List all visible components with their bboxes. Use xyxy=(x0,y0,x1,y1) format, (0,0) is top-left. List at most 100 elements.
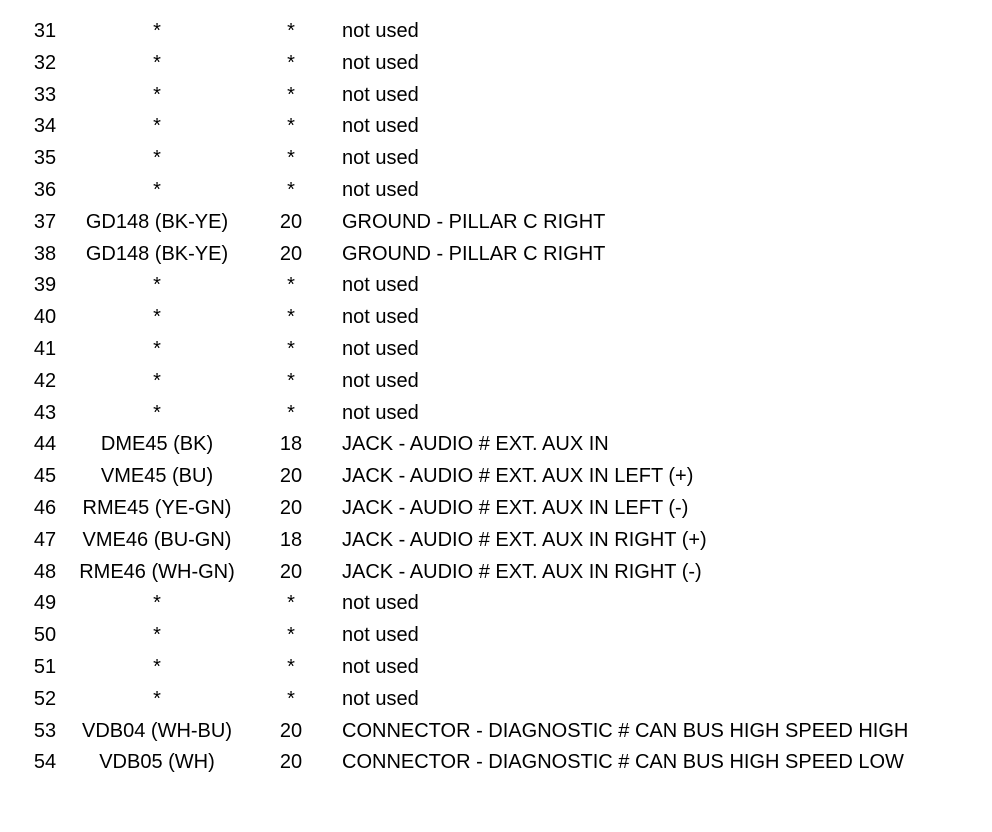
wire-circuit: GD148 (BK-YE) xyxy=(85,210,229,233)
pin-description: JACK - AUDIO # EXT. AUX IN RIGHT (-) xyxy=(342,560,702,583)
pin-number: 35 xyxy=(33,147,57,170)
pin-description: not used xyxy=(342,592,419,615)
pin-number: 39 xyxy=(33,274,57,297)
pin-number: 40 xyxy=(33,306,57,329)
wire-gauge: * xyxy=(287,178,295,201)
pin-number: 41 xyxy=(33,337,57,360)
pinout-row-36: 36 * * not used xyxy=(0,175,992,207)
pin-description: not used xyxy=(342,51,419,74)
pinout-row-44: 44 DME45 (BK) 18 JACK - AUDIO # EXT. AUX… xyxy=(0,429,992,461)
wire-circuit: * xyxy=(153,369,161,392)
wire-circuit: VME46 (BU-GN) xyxy=(82,528,232,551)
wire-gauge: * xyxy=(287,51,295,74)
pin-description: not used xyxy=(342,178,419,201)
wire-circuit: VDB05 (WH) xyxy=(99,751,215,774)
pinout-row-47: 47 VME46 (BU-GN) 18 JACK - AUDIO # EXT. … xyxy=(0,525,992,557)
pin-number: 51 xyxy=(33,655,57,678)
wire-circuit: VDB04 (WH-BU) xyxy=(81,719,232,742)
pin-description: JACK - AUDIO # EXT. AUX IN xyxy=(342,433,609,456)
pinout-row-54: 54 VDB05 (WH) 20 CONNECTOR - DIAGNOSTIC … xyxy=(0,747,992,779)
pinout-row-31: 31 * * not used xyxy=(0,16,992,48)
wire-gauge: 20 xyxy=(279,560,303,583)
pin-description: not used xyxy=(342,306,419,329)
pin-description: not used xyxy=(342,147,419,170)
wire-circuit: * xyxy=(153,306,161,329)
wire-gauge: * xyxy=(287,306,295,329)
wire-gauge: * xyxy=(287,369,295,392)
pinout-row-37: 37 GD148 (BK-YE) 20 GROUND - PILLAR C RI… xyxy=(0,207,992,239)
pin-description: not used xyxy=(342,624,419,647)
pin-number: 38 xyxy=(33,242,57,265)
wire-circuit: RME46 (WH-GN) xyxy=(79,560,235,583)
pin-number: 33 xyxy=(33,83,57,106)
wire-gauge: * xyxy=(287,20,295,42)
pinout-row-48: 48 RME46 (WH-GN) 20 JACK - AUDIO # EXT. … xyxy=(0,557,992,589)
pin-description: not used xyxy=(342,655,419,678)
wire-circuit: VME45 (BU) xyxy=(100,465,214,488)
pin-description: not used xyxy=(342,401,419,424)
pinout-row-53: 53 VDB04 (WH-BU) 20 CONNECTOR - DIAGNOST… xyxy=(0,716,992,748)
wire-circuit: DME45 (BK) xyxy=(100,433,214,456)
pinout-row-33: 33 * * not used xyxy=(0,80,992,112)
pin-number: 47 xyxy=(33,528,57,551)
wire-gauge: * xyxy=(287,147,295,170)
pin-description: JACK - AUDIO # EXT. AUX IN LEFT (-) xyxy=(342,496,689,519)
pinout-row-51: 51 * * not used xyxy=(0,652,992,684)
pin-number: 46 xyxy=(33,496,57,519)
pinout-row-40: 40 * * not used xyxy=(0,302,992,334)
pin-description: not used xyxy=(342,83,419,106)
pinout-row-50: 50 * * not used xyxy=(0,620,992,652)
pinout-row-49: 49 * * not used xyxy=(0,588,992,620)
pinout-row-42: 42 * * not used xyxy=(0,366,992,398)
pin-description: not used xyxy=(342,687,419,710)
pinout-row-41: 41 * * not used xyxy=(0,334,992,366)
wire-gauge: 20 xyxy=(279,719,303,742)
wire-circuit: * xyxy=(153,687,161,710)
wire-gauge: * xyxy=(287,401,295,424)
pinout-row-45: 45 VME45 (BU) 20 JACK - AUDIO # EXT. AUX… xyxy=(0,461,992,493)
wire-circuit: * xyxy=(153,624,161,647)
pin-number: 31 xyxy=(33,20,57,42)
pin-description: not used xyxy=(342,20,419,42)
wire-gauge: * xyxy=(287,83,295,106)
pin-description: CONNECTOR - DIAGNOSTIC # CAN BUS HIGH SP… xyxy=(342,751,904,774)
wire-circuit: * xyxy=(153,51,161,74)
pin-number: 44 xyxy=(33,433,57,456)
wire-gauge: 20 xyxy=(279,496,303,519)
pin-description: CONNECTOR - DIAGNOSTIC # CAN BUS HIGH SP… xyxy=(342,719,909,742)
pinout-row-43: 43 * * not used xyxy=(0,398,992,430)
pinout-row-34: 34 * * not used xyxy=(0,111,992,143)
wire-gauge: * xyxy=(287,337,295,360)
wire-gauge: 20 xyxy=(279,751,303,774)
pinout-row-38: 38 GD148 (BK-YE) 20 GROUND - PILLAR C RI… xyxy=(0,239,992,271)
wire-circuit: * xyxy=(153,178,161,201)
pin-number: 48 xyxy=(33,560,57,583)
connector-pinout-table: 31 * * not used 32 * * not used 33 * * n… xyxy=(0,16,992,779)
pin-number: 42 xyxy=(33,369,57,392)
wire-gauge: 20 xyxy=(279,210,303,233)
pinout-row-32: 32 * * not used xyxy=(0,48,992,80)
wire-circuit: * xyxy=(153,20,161,42)
pin-description: JACK - AUDIO # EXT. AUX IN LEFT (+) xyxy=(342,465,694,488)
pinout-row-35: 35 * * not used xyxy=(0,143,992,175)
wire-gauge: * xyxy=(287,274,295,297)
wire-gauge: 20 xyxy=(279,242,303,265)
pin-number: 52 xyxy=(33,687,57,710)
pin-number: 50 xyxy=(33,624,57,647)
wire-circuit: * xyxy=(153,655,161,678)
pin-number: 49 xyxy=(33,592,57,615)
pin-description: GROUND - PILLAR C RIGHT xyxy=(342,210,606,233)
pinout-row-52: 52 * * not used xyxy=(0,684,992,716)
pinout-row-46: 46 RME45 (YE-GN) 20 JACK - AUDIO # EXT. … xyxy=(0,493,992,525)
wire-circuit: GD148 (BK-YE) xyxy=(85,242,229,265)
pin-number: 54 xyxy=(33,751,57,774)
wire-gauge: 18 xyxy=(279,433,303,456)
wire-gauge: * xyxy=(287,592,295,615)
pin-description: not used xyxy=(342,274,419,297)
wire-circuit: * xyxy=(153,147,161,170)
wire-gauge: * xyxy=(287,624,295,647)
wire-circuit: * xyxy=(153,592,161,615)
wire-circuit: RME45 (YE-GN) xyxy=(82,496,232,519)
wire-gauge: * xyxy=(287,655,295,678)
wire-gauge: * xyxy=(287,687,295,710)
